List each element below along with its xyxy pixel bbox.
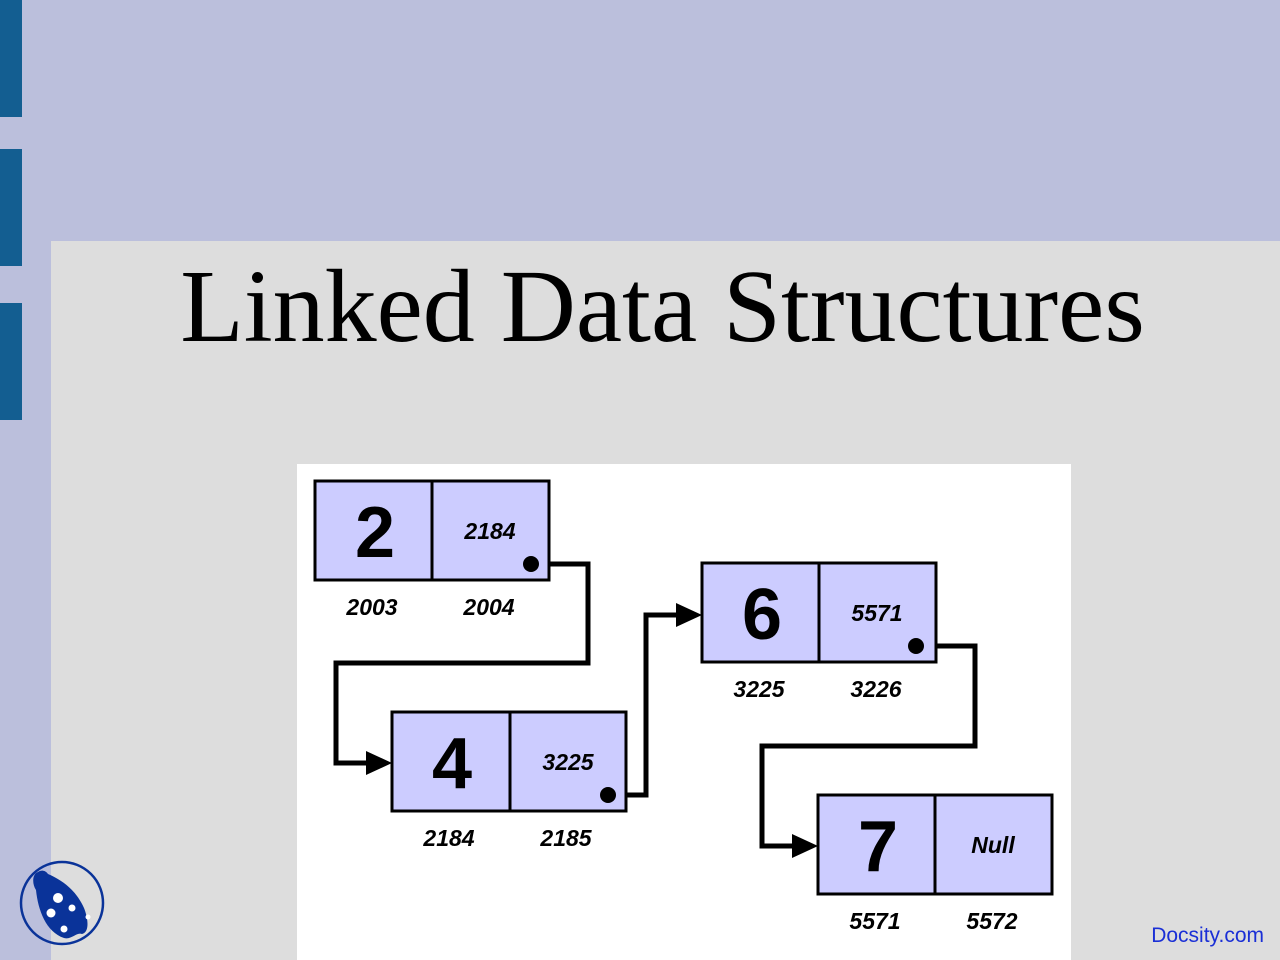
node-pointer: Null <box>971 832 1015 858</box>
decor-bar-3 <box>0 303 22 420</box>
node-pointer: 5571 <box>851 600 902 626</box>
list-node: 2 2184 2003 2004 <box>313 479 551 620</box>
node-address: 5572 <box>966 908 1017 934</box>
ladybug-logo-icon <box>19 860 105 946</box>
node-pointer: 2184 <box>463 518 515 544</box>
node-address: 5571 <box>849 908 900 934</box>
node-value: 4 <box>432 724 472 804</box>
list-node: 7 Null 5571 5572 <box>816 793 1054 934</box>
brand-watermark: Docsity.com <box>1151 924 1264 947</box>
node-address: 2184 <box>422 825 474 851</box>
node-address: 2004 <box>462 594 514 620</box>
node-address: 2185 <box>539 825 592 851</box>
slide-title: Linked Data Structures <box>180 249 1145 364</box>
arrowhead-icon <box>792 834 818 858</box>
node-address: 2003 <box>345 594 397 620</box>
list-node: 6 5571 3225 3226 <box>700 561 938 702</box>
list-node: 4 3225 2184 2185 <box>390 710 628 851</box>
link-arrow-1 <box>333 561 591 766</box>
node-value: 6 <box>742 575 782 655</box>
node-value: 7 <box>858 807 898 887</box>
arrowhead-icon <box>676 603 702 627</box>
link-arrow-3 <box>759 643 978 849</box>
decor-bar-2 <box>0 149 22 266</box>
node-pointer: 3225 <box>542 749 594 775</box>
node-address: 3225 <box>733 676 785 702</box>
decor-bar-1 <box>0 0 22 117</box>
node-value: 2 <box>355 493 395 573</box>
arrowhead-icon <box>366 751 392 775</box>
node-address: 3226 <box>850 676 901 702</box>
